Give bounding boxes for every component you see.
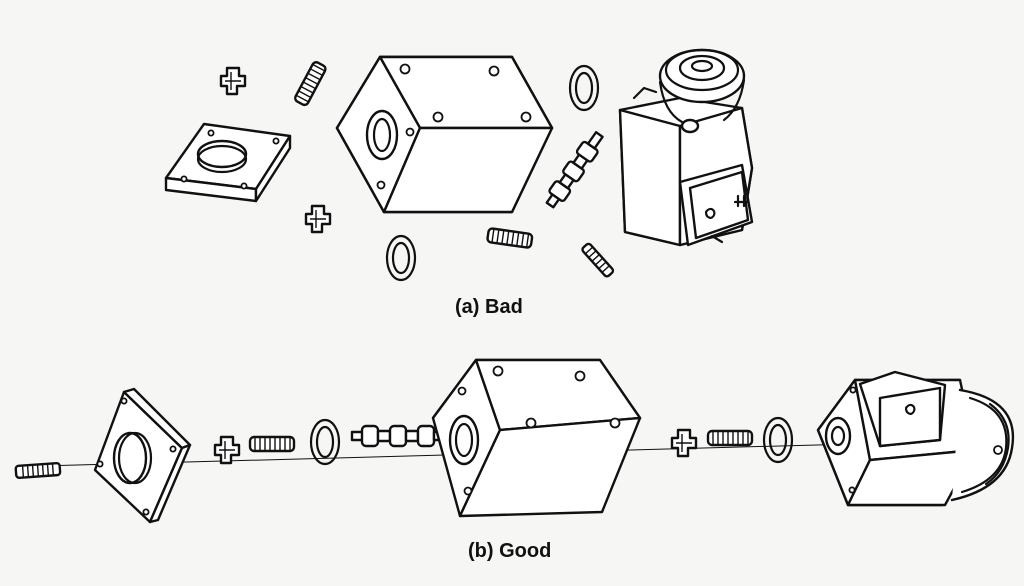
clip-a-bottom: [304, 204, 332, 234]
caption-bad: (a) Bad: [455, 296, 523, 318]
bad-assembly: [164, 48, 754, 282]
spring-a-1: [292, 59, 329, 108]
valve-body-a: [335, 55, 554, 214]
o-ring-b-right: [762, 416, 794, 464]
solenoid-a: [618, 48, 754, 247]
screw-b: [14, 461, 62, 479]
clip-b-right: [670, 428, 698, 458]
clip-b-left: [213, 435, 241, 465]
end-cover-plate-a: [164, 122, 292, 203]
screw-a: [581, 242, 615, 278]
good-assembly: [14, 358, 1015, 524]
o-ring-a-top: [568, 64, 600, 112]
caption-good: (b) Good: [468, 540, 552, 562]
clip-a-top: [219, 66, 247, 96]
spring-b-left: [248, 435, 296, 453]
spring-b-right: [706, 429, 754, 447]
end-cover-plate-b: [93, 387, 192, 524]
solenoid-b: [816, 370, 1015, 507]
spool-b: [350, 424, 448, 448]
valve-body-b: [431, 358, 642, 518]
spool-a: [545, 131, 604, 209]
spring-a-2: [485, 226, 534, 250]
o-ring-b-left: [309, 418, 341, 466]
o-ring-a-bottom: [385, 234, 417, 282]
